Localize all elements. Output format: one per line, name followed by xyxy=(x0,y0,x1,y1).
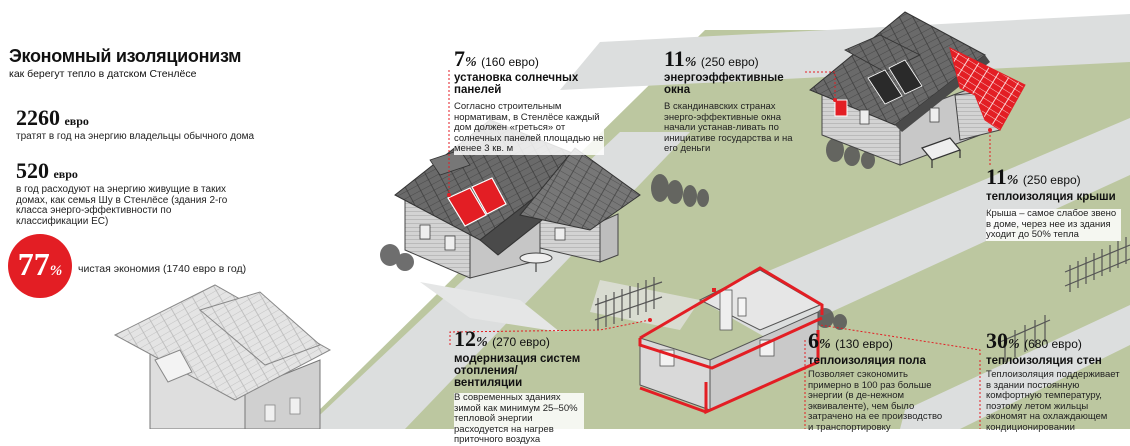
stat-typical: 2260 евро тратят в год на энергию владел… xyxy=(16,107,256,143)
bushes xyxy=(380,138,875,330)
solar-panel xyxy=(471,177,507,215)
house-back xyxy=(809,11,1026,168)
savings-sign: % xyxy=(49,263,63,279)
callout-title: установка солнечных панелей xyxy=(454,72,579,96)
callout-sign: % xyxy=(1006,173,1019,188)
callout-value: 6 xyxy=(808,328,819,353)
stat-value: 2260 xyxy=(16,105,60,130)
callout-sign: % xyxy=(684,55,697,70)
floor-insulation xyxy=(704,330,820,415)
solar-panel xyxy=(447,187,487,227)
stat-text: в год расходуют на энергию живущие в так… xyxy=(16,184,228,227)
callout-sign: % xyxy=(476,335,488,350)
callout-value: 30 xyxy=(986,328,1008,353)
callout-value: 7 xyxy=(454,46,465,71)
callout-heating: 12% (270 евро) модернизация систем отопл… xyxy=(454,328,604,446)
callout-text: Позволяет сэкономить примерно в 100 раз … xyxy=(808,369,943,433)
bench xyxy=(920,137,962,168)
header: Экономный изоляционизм как берегут тепло… xyxy=(9,47,269,80)
roof-wing xyxy=(519,147,641,231)
callout-text: Теплоизоляция поддерживает в здании пост… xyxy=(986,369,1120,433)
callout-value: 11 xyxy=(664,46,685,71)
callout-amount: (270 евро) xyxy=(492,335,550,349)
stat-efficient: 520 евро в год расходуют на энергию живу… xyxy=(16,160,246,227)
garden-table xyxy=(519,252,553,264)
fence-right xyxy=(1064,237,1130,292)
callout-windows: 11% (250 евро) энергоэффективные окна В … xyxy=(664,48,809,155)
callout-text: Согласно строительным нормативам, в Стен… xyxy=(454,101,604,155)
illustration-scene xyxy=(113,11,1130,429)
callout-value: 12 xyxy=(454,326,476,351)
house-shell xyxy=(638,266,824,415)
callout-title: теплоизоляция крыши xyxy=(986,191,1116,203)
wall-insulation xyxy=(639,266,824,340)
stat-unit: евро xyxy=(53,167,78,181)
callout-value: 11 xyxy=(986,164,1007,189)
callout-roof: 11% (250 евро) теплоизоляция крыши Крыша… xyxy=(986,166,1126,241)
callout-title: модернизация систем отопления/вентиляции xyxy=(454,353,581,389)
road-mid xyxy=(700,118,1130,340)
callout-solar: 7% (160 евро) установка солнечных панеле… xyxy=(454,48,624,155)
callout-amount: (250 евро) xyxy=(700,55,759,69)
house-front xyxy=(113,284,332,429)
stat-value: 520 xyxy=(16,158,49,183)
callout-sign: % xyxy=(1008,337,1020,352)
page-subtitle: как берегут тепло в датском Стенлёсе xyxy=(9,68,197,80)
road-back xyxy=(560,14,1130,90)
leader-lines xyxy=(448,70,991,429)
callout-floor: 6% (130 евро) теплоизоляция пола Позволя… xyxy=(808,330,958,433)
callout-title: энергоэффективные окна xyxy=(664,72,784,96)
house-solar xyxy=(394,119,641,279)
road-right xyxy=(900,305,1130,429)
callout-amount: (680 евро) xyxy=(1024,337,1082,351)
callout-amount: (130 евро) xyxy=(835,337,893,351)
callout-sign: % xyxy=(819,337,831,352)
efficient-window xyxy=(834,99,848,117)
callout-text: В современных зданиях зимой как минимум … xyxy=(454,392,584,446)
fence-left xyxy=(594,277,663,330)
callout-title: теплоизоляция стен xyxy=(986,355,1102,367)
callout-title: теплоизоляция пола xyxy=(808,355,926,367)
stat-text: тратят в год на энергию владельцы обычно… xyxy=(16,131,255,142)
callout-amount: (160 евро) xyxy=(481,55,539,69)
stat-unit: евро xyxy=(64,114,89,128)
savings-value: 77 xyxy=(17,246,50,282)
roof-light xyxy=(113,284,332,401)
callout-walls: 30% (680 евро) теплоизоляция стен Теплои… xyxy=(986,330,1126,433)
callout-amount: (250 евро) xyxy=(1022,173,1081,187)
fence-mid xyxy=(999,315,1051,362)
callout-sign: % xyxy=(465,55,477,70)
callout-text: Крыша – самое слабое звено в доме, через… xyxy=(986,208,1121,241)
savings-text: чистая экономия (1740 евро в год) xyxy=(78,263,247,275)
page-title: Экономный изоляционизм xyxy=(9,46,242,66)
roof-insulation xyxy=(949,47,1026,131)
callout-text: В скандинавских странах энерго-эффективн… xyxy=(664,101,793,154)
savings-badge: 77% xyxy=(8,234,72,298)
